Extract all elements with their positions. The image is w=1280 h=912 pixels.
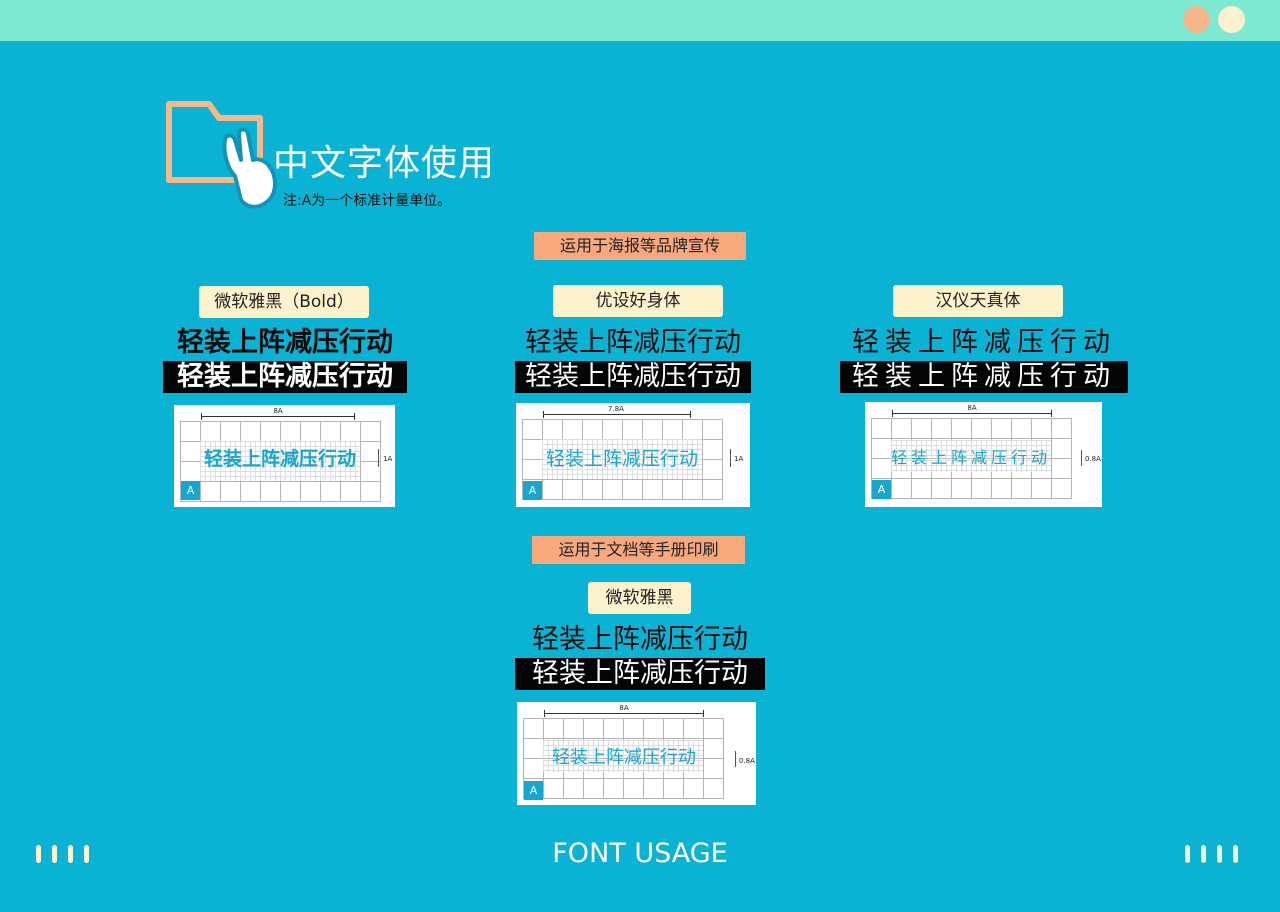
footer-title: FONT USAGE — [552, 838, 728, 869]
window-dot-cream[interactable] — [1218, 6, 1245, 33]
font-sample-hanyi-dark: 轻装上阵减压行动 — [852, 327, 1116, 358]
font-sample-hanyi-inverted: 轻装上阵减压行动 — [840, 361, 1128, 393]
font-sample-yahei-bold-inverted: 轻装上阵减压行动 — [163, 361, 407, 393]
section-document: 运用于文档等手册印刷 — [532, 536, 745, 564]
height-mark: 0.8A — [1085, 455, 1101, 463]
font-spec-yahei-bold: 8A 轻装上阵减压行动 A 1A — [174, 405, 395, 507]
font-sample-yahei-dark: 轻装上阵减压行动 — [532, 624, 748, 655]
height-mark: 1A — [383, 455, 393, 463]
font-label-yahei-bold: 微软雅黑（Bold） — [199, 286, 369, 318]
height-measure — [735, 751, 736, 767]
width-measure — [543, 411, 691, 418]
height-measure — [378, 449, 379, 467]
unit-box: A — [523, 481, 542, 500]
font-spec-yahei: 8A 轻装上阵减压行动 A 0.8A — [517, 702, 756, 805]
font-label-youshe: 优设好身体 — [553, 285, 723, 317]
font-spec-hanyi: 8A 轻装上阵减压行动 A 0.8A — [865, 402, 1102, 507]
width-measure — [544, 710, 704, 717]
width-mark: 8A — [273, 407, 283, 415]
font-sample-youshe-dark: 轻装上阵减压行动 — [525, 327, 741, 358]
font-label-hanyi-tianzhen: 汉仪天真体 — [893, 285, 1063, 317]
height-mark: 0.8A — [739, 757, 755, 765]
spec-sample-text: 轻装上阵减压行动 — [552, 747, 696, 768]
spec-subgrid — [543, 740, 703, 772]
spec-sample-text: 轻装上阵减压行动 — [890, 448, 1051, 467]
font-sample-youshe-inverted: 轻装上阵减压行动 — [515, 361, 751, 393]
decor-bars-right — [1185, 845, 1249, 863]
unit-box: A — [524, 781, 543, 800]
unit-box: A — [872, 480, 891, 499]
spec-subgrid — [891, 440, 1051, 472]
font-label-yahei: 微软雅黑 — [588, 582, 691, 614]
page-title: 中文字体使用 — [273, 143, 496, 184]
window-dot-orange[interactable] — [1183, 6, 1210, 33]
width-measure — [201, 413, 355, 420]
spec-subgrid — [542, 439, 702, 479]
width-measure — [892, 410, 1052, 417]
spec-subgrid — [200, 441, 360, 481]
height-measure — [1081, 450, 1082, 466]
top-bar — [0, 0, 1280, 41]
width-mark: 8A — [967, 404, 977, 412]
height-mark: 1A — [734, 455, 744, 463]
folder-hand-icon — [166, 101, 277, 209]
width-mark: 7.8A — [608, 405, 624, 413]
width-mark: 8A — [619, 704, 629, 712]
height-measure — [730, 449, 731, 467]
font-spec-youshe: 7.8A 轻装上阵减压行动 A 1A — [516, 403, 750, 507]
spec-sample-text: 轻装上阵减压行动 — [545, 448, 698, 470]
decor-bars-left — [36, 845, 100, 863]
font-sample-yahei-inverted: 轻装上阵减压行动 — [515, 658, 765, 690]
unit-box: A — [181, 481, 200, 500]
spec-sample-text: 轻装上阵减压行动 — [203, 448, 356, 470]
font-sample-yahei-bold-dark: 轻装上阵减压行动 — [177, 327, 393, 358]
section-poster: 运用于海报等品牌宣传 — [534, 232, 746, 260]
unit-note: 注:A为一个标准计量单位。 — [283, 193, 452, 209]
